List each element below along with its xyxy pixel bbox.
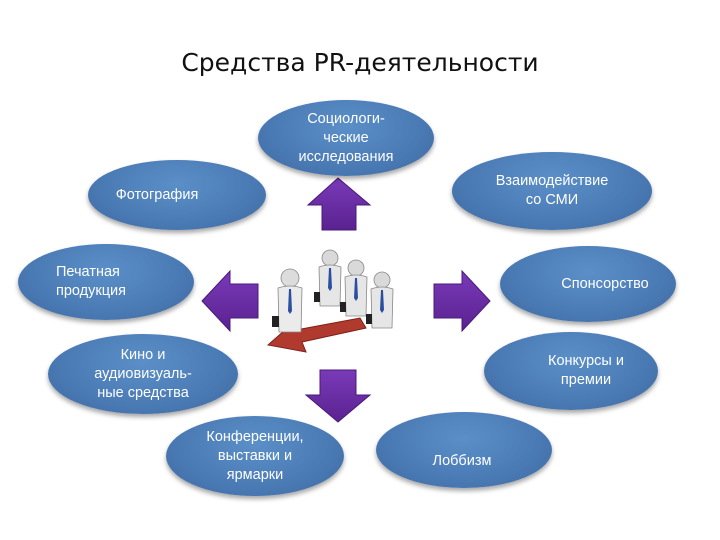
node-label: Социологи- ческие исследования (298, 110, 394, 165)
node-sponsorship: Спонсорство (500, 246, 676, 322)
businessmen-illustration (272, 249, 394, 333)
node-photography: Фотография (88, 160, 266, 230)
node-label: Кино и аудиовизуаль- ные средства (94, 346, 192, 401)
node-media-interaction: Взаимодействие со СМИ (452, 152, 652, 230)
node-conferences-exhibitions: Конференции, выставки и ярмарки (166, 416, 344, 496)
node-label: Фотография (115, 186, 199, 203)
arrow-right (433, 269, 491, 333)
node-printed-products: Печатная продукция (18, 244, 194, 320)
node-cinema-audiovisual: Кино и аудиовизуаль- ные средства (48, 334, 238, 414)
node-sociological-research: Социологи- ческие исследования (258, 100, 434, 176)
node-label: Конференции, выставки и ярмарки (206, 428, 304, 483)
arrow-down (304, 369, 372, 423)
node-label: Лоббизм (432, 452, 492, 469)
node-contests-awards: Конкурсы и премии (484, 332, 658, 410)
node-label: Спонсорство (561, 275, 649, 292)
diagram-title: Средства PR-деятельности (181, 48, 539, 77)
arrow-left (201, 269, 259, 333)
node-label: Конкурсы и премии (548, 353, 624, 388)
arrow-up (306, 177, 372, 231)
node-label: Взаимодействие со СМИ (495, 173, 609, 208)
node-label: Печатная продукция (56, 264, 126, 299)
node-lobbying: Лоббизм (376, 412, 552, 488)
